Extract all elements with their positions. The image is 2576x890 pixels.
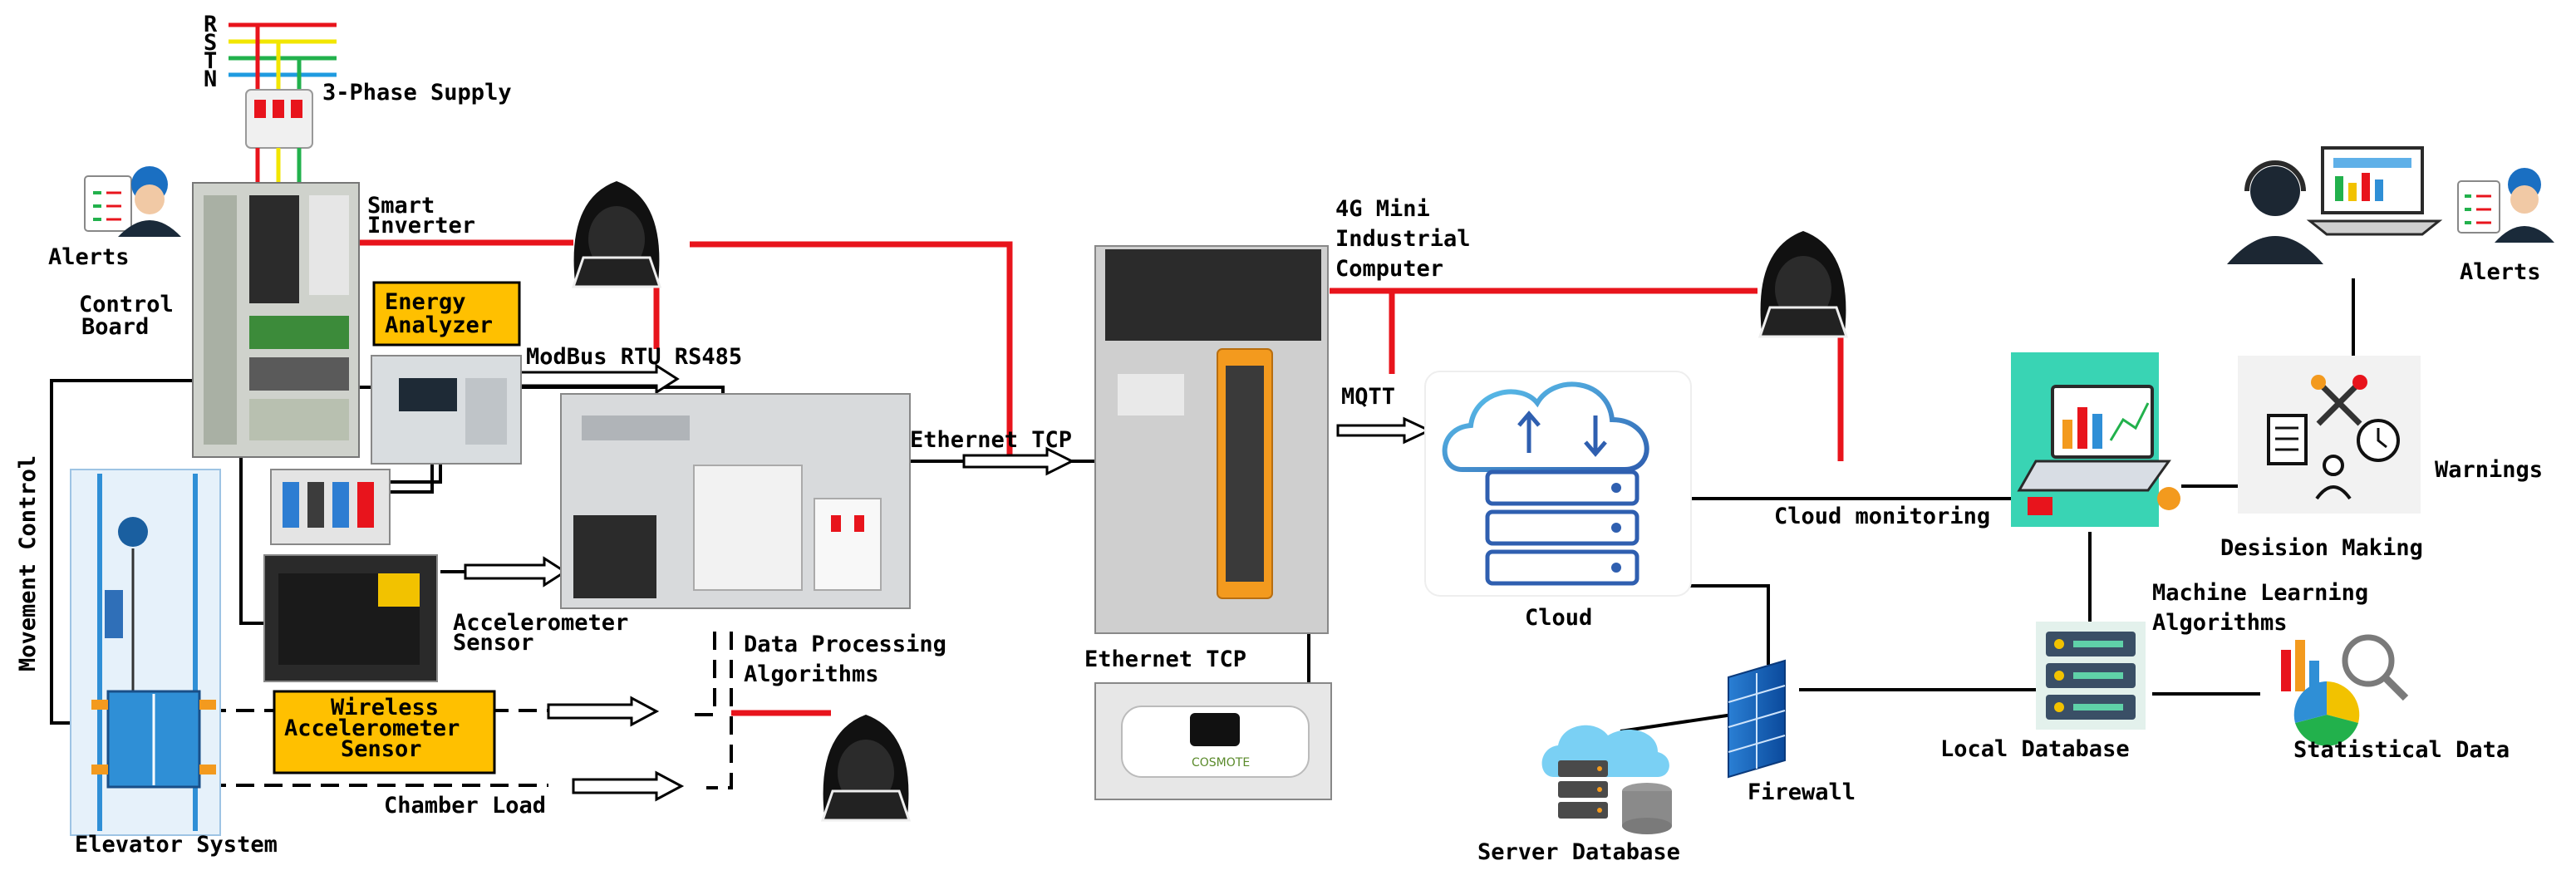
hacker-icon <box>571 181 662 288</box>
warnings-label: Warnings <box>2435 457 2543 483</box>
firewall-label: Firewall <box>1748 779 1856 805</box>
modbus-label: ModBus RTU RS485 <box>526 344 742 370</box>
data-processing-label-2: Algorithms <box>744 661 879 687</box>
server-database-label: Server Database <box>1477 839 1680 865</box>
worker-checklist-icon <box>84 166 181 237</box>
statistical-data-label: Statistical Data <box>2293 737 2510 763</box>
hacker-icon <box>1757 231 1849 338</box>
wireless-arrow <box>547 696 660 727</box>
ethernet-tcp-top-label: Ethernet TCP <box>910 427 1072 453</box>
accelerometer-device <box>263 554 438 682</box>
mqtt-arrow <box>1336 416 1433 445</box>
three-phase-supply-label: 3-Phase Supply <box>322 80 512 106</box>
elevator-system-label: Elevator System <box>75 832 278 858</box>
movement-control-label: Movement Control <box>15 455 41 671</box>
phase-n-label: N <box>204 66 217 92</box>
phase-t-label: T <box>204 48 217 74</box>
statistics-chart-icon <box>2281 634 2409 746</box>
control-board-label-1: Control <box>79 292 174 317</box>
energy-analyzer-label-1: Energy <box>385 289 466 315</box>
mini-computer-label-1: 4G Mini <box>1335 196 1430 222</box>
hacker-icon <box>820 715 912 822</box>
cloud-server-icon <box>1424 371 1692 597</box>
chamber-arrow <box>572 770 685 802</box>
accelerometer-sensor-label-2: Sensor <box>453 630 534 656</box>
local-database-icon <box>2036 622 2146 730</box>
line-firewall-to-server <box>1620 713 1733 733</box>
cloud-monitoring-label: Cloud monitoring <box>1774 504 1990 529</box>
firewall-icon <box>1728 659 1786 779</box>
chamber-load-label: Chamber Load <box>384 793 546 819</box>
attack-link-hacker1-ethernet <box>690 241 1013 457</box>
accel-arrow <box>464 556 568 588</box>
ml-algorithms-label-1: Machine Learning <box>2152 580 2368 606</box>
wireless-sensor-label-1: Wireless <box>331 695 439 720</box>
dashed-processing-down-1 <box>690 632 716 716</box>
accelerometer-sensor-label-1: Accelerometer <box>453 610 628 636</box>
cloud-label: Cloud <box>1525 605 1592 631</box>
smart-inverter-label-2: Inverter <box>367 213 475 238</box>
energy-analyzer-label-2: Analyzer <box>385 312 493 338</box>
ethernet-tcp-bottom-label: Ethernet TCP <box>1084 647 1246 672</box>
alerts-right-label: Alerts <box>2460 259 2541 285</box>
mini-computer-device <box>1094 245 1329 634</box>
data-processing-label-1: Data Processing <box>744 632 946 657</box>
phase-r-label: R <box>204 12 218 37</box>
wireless-sensor-box <box>273 690 496 774</box>
mini-computer-label-2: Industrial <box>1335 226 1471 252</box>
block-arrows <box>464 363 1433 802</box>
dashed-processing-down-2 <box>706 632 733 789</box>
line-cloud-to-firewall <box>1674 584 1770 665</box>
line-board-accel-vertical <box>239 387 274 625</box>
attack-links <box>341 239 1844 716</box>
smart-inverter-label-1: Smart <box>367 193 435 219</box>
three-phase-supply: R S T N 3-Phase Supply <box>204 12 512 183</box>
support-agent-icon <box>2227 146 2443 264</box>
ml-algorithms-label-2: Algorithms <box>2152 610 2288 636</box>
worker-checklist-icon <box>2457 168 2554 243</box>
phase-s-label: S <box>204 30 217 56</box>
mini-computer-label-3: Computer <box>1335 256 1443 282</box>
elevator-shaft-icon <box>70 469 221 836</box>
ethernet-arrow <box>962 446 1075 476</box>
circuit-breaker-icon <box>245 89 313 149</box>
modbus-arrow <box>514 363 680 395</box>
data-processing-cabinet <box>560 393 911 609</box>
energy-analyzer-box <box>372 281 521 347</box>
dashboard-laptop-icon <box>2011 352 2180 527</box>
router-brand-label: COSMOTE <box>1192 756 1250 770</box>
control-board-label-2: Board <box>81 314 149 340</box>
mqtt-label: MQTT <box>1341 384 1395 410</box>
wireless-sensor-label-2: Accelerometer <box>284 715 460 741</box>
terminal-block <box>270 469 391 545</box>
energy-analyzer-device <box>371 355 522 465</box>
router-device: COSMOTE <box>1094 682 1332 800</box>
alerts-left-label: Alerts <box>48 244 130 270</box>
decision-tools-icon <box>2238 356 2421 514</box>
server-database-icon <box>1541 725 1672 834</box>
wireless-sensor-label-3: Sensor <box>341 736 422 762</box>
control-board <box>192 182 360 458</box>
local-database-label: Local Database <box>1940 736 2130 762</box>
decision-making-label: Desision Making <box>2220 535 2423 561</box>
